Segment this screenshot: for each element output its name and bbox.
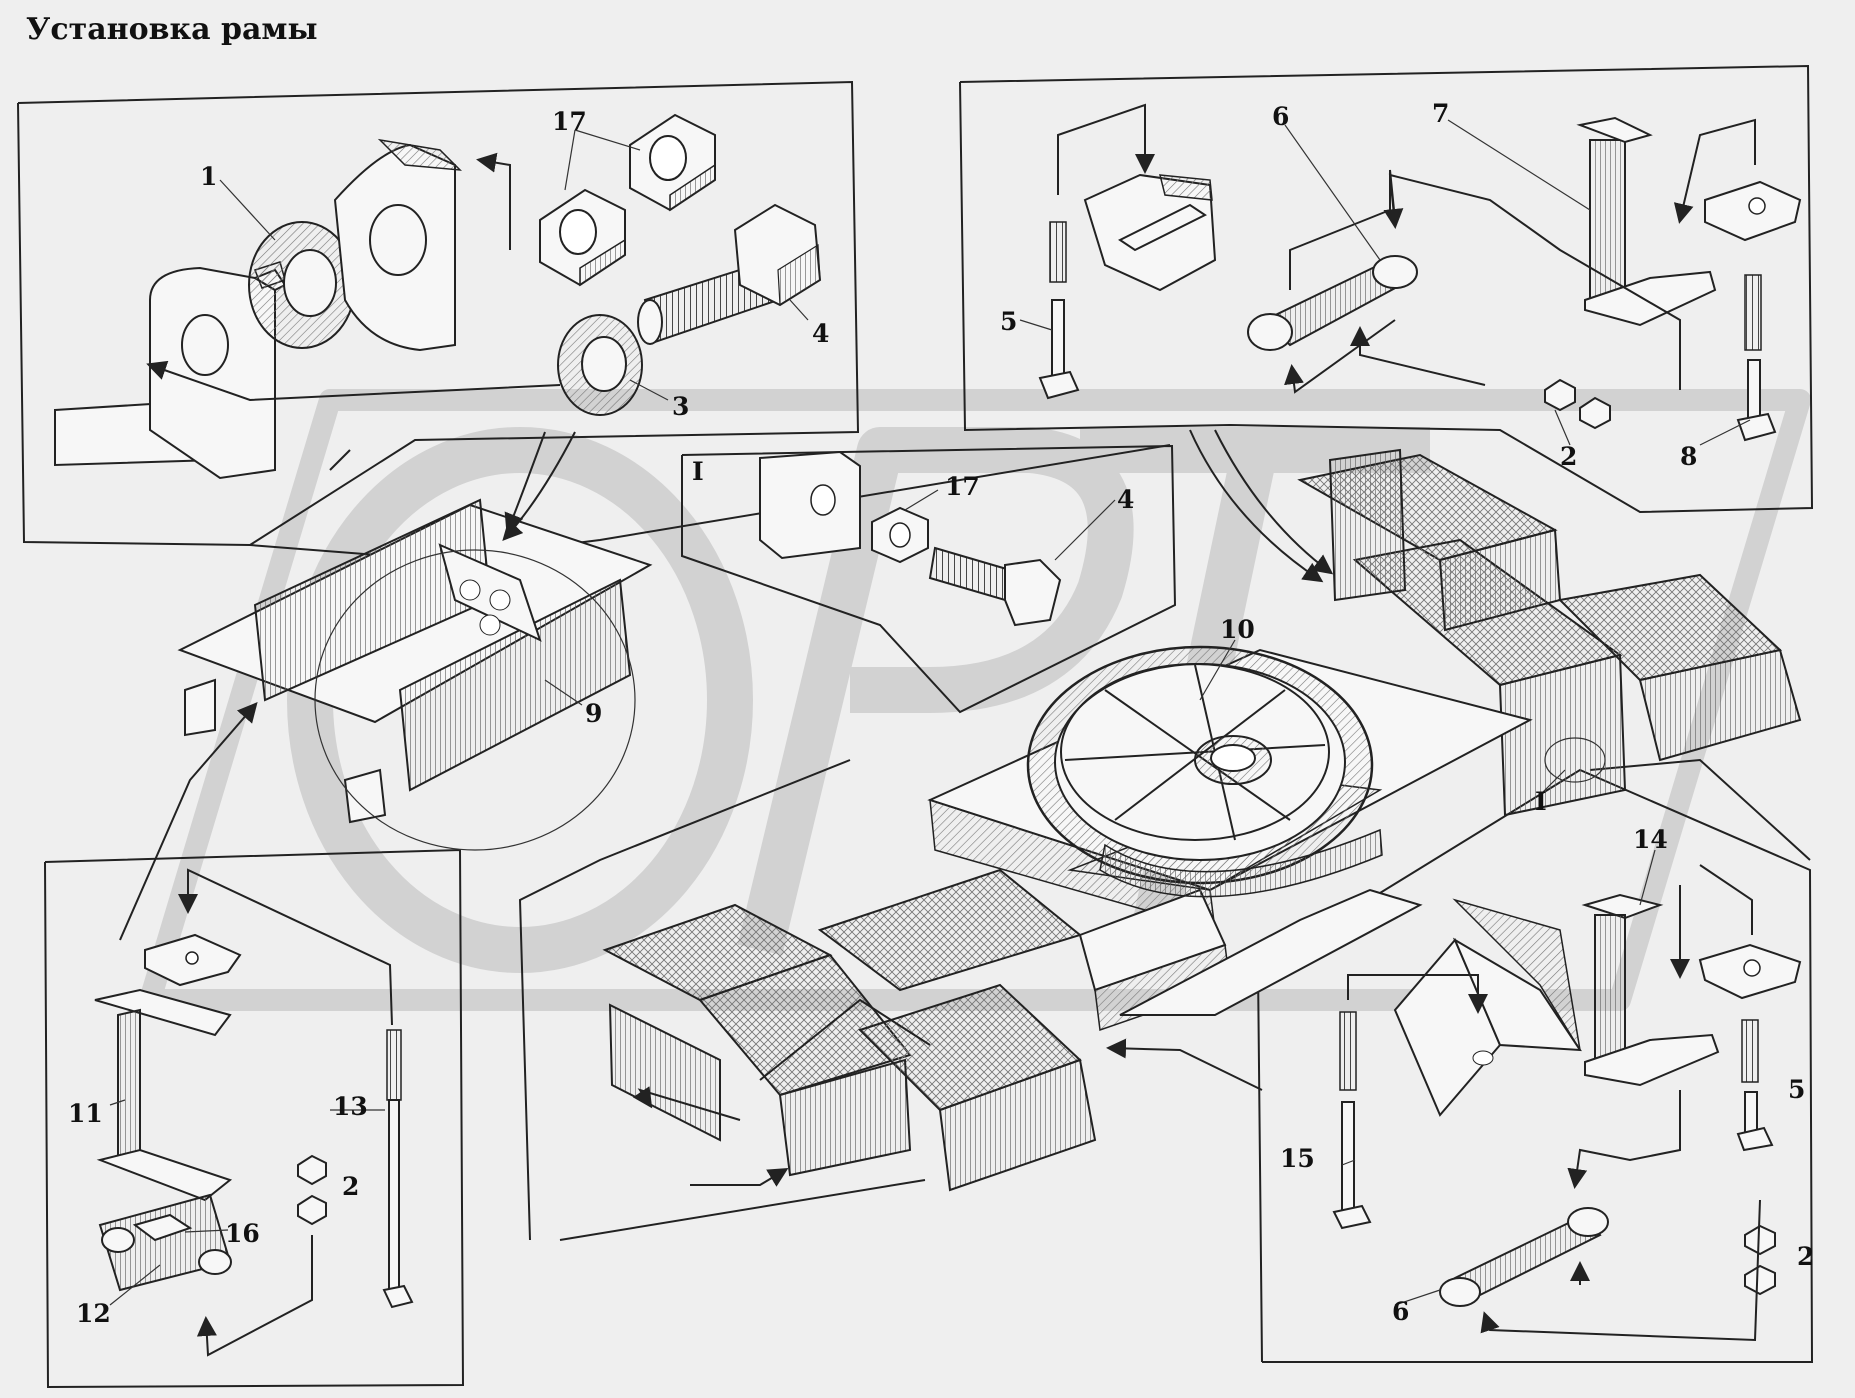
callout-2-left: 2 [342,1172,359,1201]
callout-1: 1 [200,162,217,191]
callout-6-bottom: 6 [1392,1297,1409,1326]
callout-10: 10 [1220,615,1255,644]
callout-5-right: 5 [1788,1075,1805,1104]
callout-17-top: 17 [552,107,587,136]
callout-15: 15 [1280,1144,1315,1173]
callout-14: 14 [1633,825,1668,854]
callout-17-center: 17 [945,472,980,501]
callout-I-left: I [692,457,704,486]
detail-clamp-assembly [1038,103,1802,442]
left-subframe [119,431,653,941]
callout-6-top: 6 [1272,102,1289,131]
callout-9: 9 [585,699,602,728]
callout-7: 7 [1432,99,1449,128]
callout-4-center: 4 [1117,485,1134,514]
callout-5-top: 5 [1000,307,1017,336]
callout-11: 11 [68,1099,103,1128]
detail-bottom-left-assembly [94,868,414,1357]
callout-16: 16 [225,1219,260,1248]
detail-bottom-right-assembly [1332,864,1802,1342]
leader-lines [109,119,1751,1306]
detail-I-assembly [759,450,1062,627]
callout-2-right: 2 [1797,1242,1814,1271]
callout-13: 13 [333,1092,368,1121]
callout-8: 8 [1680,442,1697,471]
panel-frames [17,64,1814,1389]
callout-labels: 1 17 4 3 6 7 5 2 8 I 17 4 10 9 I 14 11 1… [68,99,1814,1328]
callout-4-top: 4 [812,319,829,348]
callout-3: 3 [672,392,689,421]
main-frame [559,429,1802,1241]
callout-12: 12 [76,1299,111,1328]
detail-lug-assembly [54,113,822,480]
page-title: Установка рамы [26,12,318,47]
callout-I-right: I [1535,787,1547,816]
callout-2-top: 2 [1560,442,1577,471]
